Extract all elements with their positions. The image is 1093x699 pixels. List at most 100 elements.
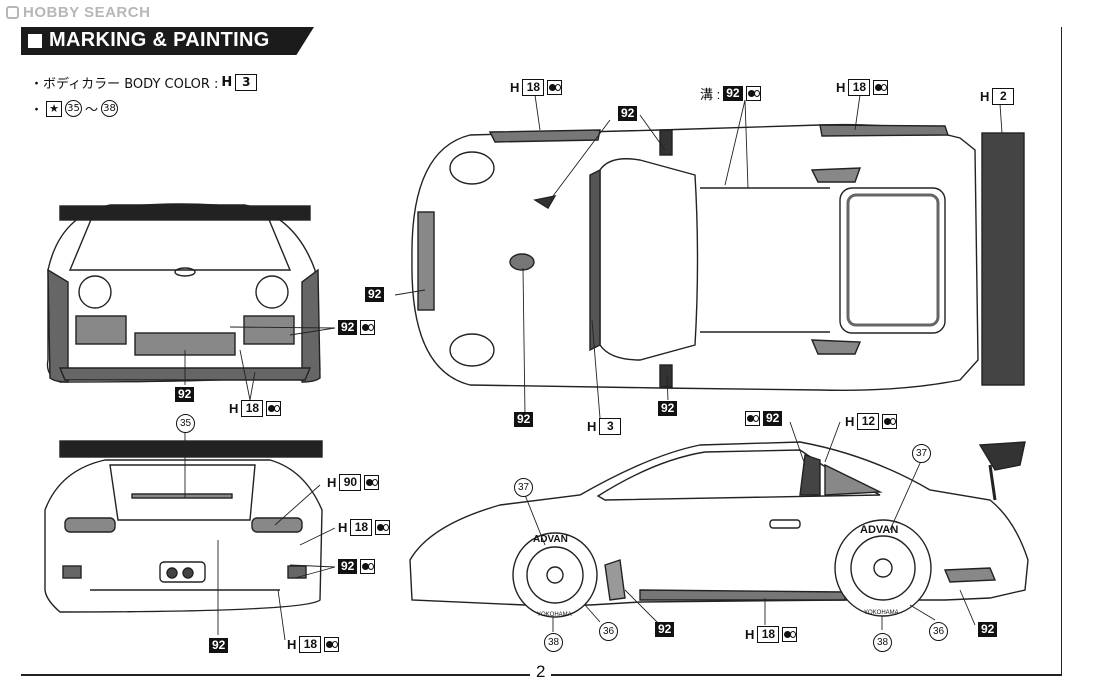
callout-rear-h18: H 18 bbox=[338, 519, 391, 536]
rear-view-drawing bbox=[44, 440, 323, 613]
callout-top-front: 92 bbox=[365, 287, 385, 302]
tyre-brand-lower-right: YOKOHAMA bbox=[864, 610, 899, 616]
callout-groove-label: 溝 : bbox=[700, 87, 721, 102]
side-view-drawing bbox=[409, 441, 1029, 618]
paint-gloss-icon bbox=[745, 86, 761, 101]
page-number: 2 bbox=[530, 662, 552, 682]
callout-code: 18 bbox=[350, 519, 373, 536]
callout-h: H bbox=[510, 80, 520, 95]
decal-prefix: ・ bbox=[30, 103, 44, 118]
callout-h: H bbox=[980, 89, 990, 104]
body-color-h: H bbox=[221, 75, 233, 90]
tyre-brand-left: ADVAN bbox=[533, 534, 568, 545]
header-title: MARKING & PAINTING bbox=[49, 29, 270, 51]
callout-front-bottom-92: 92 bbox=[175, 387, 195, 402]
callout-side-h18: H 18 bbox=[745, 626, 798, 643]
front-view-drawing bbox=[46, 203, 321, 383]
decal-number: 92 bbox=[723, 86, 743, 101]
paint-gloss-icon bbox=[360, 559, 376, 574]
callout-top-side: 92 bbox=[658, 401, 678, 416]
callout-code: 12 bbox=[857, 413, 880, 430]
header-square-icon bbox=[28, 34, 42, 48]
top-view-drawing bbox=[411, 123, 1025, 391]
callout-code: 18 bbox=[241, 400, 264, 417]
paint-gloss-icon bbox=[782, 627, 798, 642]
callout-side-92-lower: 92 bbox=[655, 622, 675, 637]
callout-side-top-92: 92 bbox=[745, 411, 783, 426]
callout-code: 18 bbox=[757, 626, 780, 643]
callout-h: H bbox=[229, 401, 239, 416]
callout-h: H bbox=[287, 637, 297, 652]
callout-top-hood: 92 bbox=[618, 106, 638, 121]
callout-front-bottom-h: H 18 bbox=[229, 400, 282, 417]
decal-number: 92 bbox=[514, 412, 534, 427]
callout-h: H bbox=[338, 520, 348, 535]
decal-sep: 〜 bbox=[85, 103, 99, 118]
paint-gloss-icon bbox=[873, 80, 889, 95]
tyre-brand-right: ADVAN bbox=[860, 524, 898, 536]
paint-gloss-icon bbox=[547, 80, 563, 95]
callout-rear-side: 92 bbox=[338, 559, 376, 574]
body-color-label: ・ボディカラー BODY COLOR : bbox=[30, 77, 219, 92]
callout-rear-h90: H 90 bbox=[327, 474, 380, 491]
callout-side-92-right: 92 bbox=[978, 622, 998, 637]
paint-gloss-icon bbox=[882, 414, 898, 429]
decal-number: 92 bbox=[658, 401, 678, 416]
paint-gloss-icon bbox=[266, 401, 282, 416]
callout-side-36-left: 36 bbox=[599, 622, 618, 641]
callout-side-38-right: 38 bbox=[873, 633, 892, 652]
paint-gloss-icon bbox=[324, 637, 340, 652]
decal-from: 35 bbox=[65, 100, 83, 117]
callout-top-bottom: H 3 bbox=[587, 418, 622, 435]
callout-h: H bbox=[327, 475, 337, 490]
paint-gloss-icon bbox=[364, 475, 380, 490]
callout-side-36-right: 36 bbox=[929, 622, 948, 641]
callout-side-38-left: 38 bbox=[544, 633, 563, 652]
body-color-code: 3 bbox=[235, 74, 258, 91]
tyre-brand-lower-left: YOKOHAMA bbox=[537, 612, 572, 618]
decal-star-icon: ★ bbox=[46, 100, 63, 117]
callout-code: 18 bbox=[522, 79, 545, 96]
paint-gloss-icon bbox=[360, 320, 376, 335]
callout-top-rear: H 18 bbox=[836, 79, 889, 96]
callout-h: H bbox=[845, 414, 855, 429]
section-header: MARKING & PAINTING bbox=[21, 27, 314, 55]
callout-side-37-left: 37 bbox=[514, 478, 533, 497]
callout-code: 18 bbox=[848, 79, 871, 96]
callout-h: H bbox=[745, 627, 755, 642]
body-color-note: ・ボディカラー BODY COLOR : H 3 bbox=[30, 73, 258, 92]
callout-code: 18 bbox=[299, 636, 322, 653]
callout-rear-top: 35 bbox=[176, 414, 195, 433]
decal-number: 92 bbox=[175, 387, 195, 402]
callout-rear-bottom-h: H 18 bbox=[287, 636, 340, 653]
decal-note: ・ ★ 35 〜 38 bbox=[30, 99, 119, 118]
callout-h: H bbox=[836, 80, 846, 95]
watermark-logo-icon bbox=[6, 6, 19, 19]
decal-number: 92 bbox=[655, 622, 675, 637]
watermark: HOBBY SEARCH bbox=[6, 4, 150, 21]
callout-top-groove: 溝 : 92 bbox=[700, 84, 761, 103]
callout-rear-bottom-92: 92 bbox=[209, 638, 229, 653]
callout-side-h12: H 12 bbox=[845, 413, 898, 430]
watermark-text: HOBBY SEARCH bbox=[23, 4, 151, 21]
decal-to: 38 bbox=[101, 100, 119, 117]
decal-number: 92 bbox=[763, 411, 783, 426]
callout-h: H bbox=[587, 419, 597, 434]
leader-lines bbox=[184, 94, 1003, 641]
decal-number: 92 bbox=[618, 106, 638, 121]
callout-code: 90 bbox=[339, 474, 362, 491]
decal-number: 92 bbox=[338, 320, 358, 335]
decal-number: 92 bbox=[209, 638, 229, 653]
paint-gloss-icon bbox=[375, 520, 391, 535]
callout-front-side: 92 bbox=[338, 320, 376, 335]
paint-gloss-icon bbox=[745, 411, 760, 426]
decal-number: 92 bbox=[365, 287, 385, 302]
decal-number: 92 bbox=[338, 559, 358, 574]
callout-top-center: 92 bbox=[514, 412, 534, 427]
callout-code: 2 bbox=[992, 88, 1015, 105]
callout-top-roof: H 18 bbox=[510, 79, 563, 96]
callout-side-37-right: 37 bbox=[912, 444, 931, 463]
callout-top-wing: H 2 bbox=[980, 88, 1015, 105]
decal-number: 92 bbox=[978, 622, 998, 637]
